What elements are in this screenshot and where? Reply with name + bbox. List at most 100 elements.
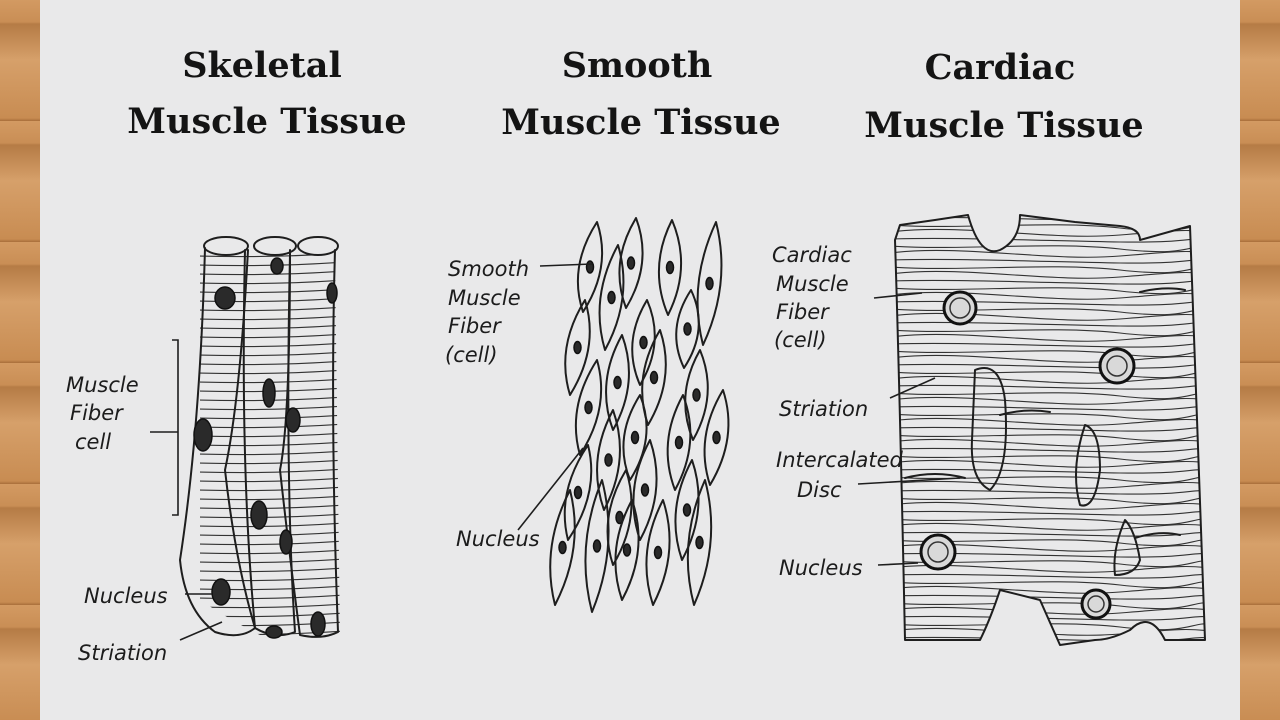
striation-line [200, 378, 340, 384]
striation-line [200, 315, 340, 321]
striation-line [895, 627, 1205, 636]
smooth-cell-nucleus [649, 370, 659, 385]
striation-line [200, 396, 340, 402]
striation-line [200, 594, 340, 600]
smooth-muscle-cell [563, 444, 593, 541]
striation-line [895, 258, 1205, 264]
smooth-muscle-cell [657, 219, 683, 316]
smooth-muscle-cell [703, 389, 730, 486]
smooth-cell-nucleus [584, 400, 593, 415]
striation-line [895, 417, 1205, 426]
title-cardiac-line1: Cardiac [925, 47, 1076, 88]
skeletal-muscle-drawing [150, 236, 340, 641]
striation-line [895, 615, 1205, 621]
striation-line [895, 291, 1205, 300]
striation-line [895, 363, 1205, 369]
striation-line [200, 540, 340, 546]
striation-line [200, 423, 340, 429]
label-skeletal-fiber-2: Fiber [70, 401, 124, 425]
smooth-cell-nucleus [692, 388, 701, 402]
striation-line [200, 261, 340, 267]
label-smooth-nucleus: Nucleus [456, 527, 540, 551]
smooth-muscle-cell [696, 221, 723, 346]
wood-background-right [1240, 0, 1280, 720]
smooth-cell-nucleus [640, 483, 650, 497]
title-cardiac: Cardiac Muscle Tissue [864, 47, 1143, 146]
striation-line [895, 405, 1205, 411]
striation-line [895, 413, 1205, 421]
smooth-labels: Smooth Muscle Fiber (cell) Nucleus [445, 257, 540, 551]
title-smooth-line2: Muscle Tissue [501, 102, 780, 143]
striation-line [200, 279, 340, 285]
striation-line [895, 392, 1205, 400]
striation-line [895, 375, 1205, 384]
smooth-muscle-cell [576, 221, 604, 313]
smooth-cell-nucleus [573, 485, 583, 500]
label-cardiac-striation: Striation [779, 397, 868, 421]
striation-line [895, 480, 1205, 489]
label-skeletal-nucleus: Nucleus [84, 584, 168, 608]
striation-line [895, 396, 1205, 405]
smooth-cell-nucleus [626, 256, 636, 270]
skeletal-labels: Muscle Fiber cell Nucleus Striation [66, 373, 168, 665]
smooth-muscle-cell [549, 489, 576, 606]
smooth-cell-nucleus [682, 503, 692, 517]
wood-background-left [0, 0, 40, 720]
smooth-muscle-cell [675, 289, 700, 369]
title-smooth-line1: Smooth [562, 45, 713, 86]
striation-line [895, 249, 1205, 258]
label-cardiac-fiber-3: Fiber [776, 300, 830, 324]
smooth-cell-nucleus [622, 543, 632, 557]
striation-line [895, 447, 1205, 453]
smooth-muscle-cell [684, 349, 709, 441]
striation-line [200, 531, 340, 537]
label-cardiac-fiber-2: Muscle [776, 272, 849, 296]
striation-line [200, 405, 340, 411]
label-skeletal-fiber-3: cell [75, 430, 111, 454]
smooth-cell-nucleus [592, 539, 602, 553]
striation-line [200, 468, 340, 474]
smooth-muscle-cell [632, 439, 658, 541]
striation-line [895, 270, 1205, 279]
striation-line [895, 489, 1205, 495]
striation-line [895, 329, 1205, 337]
cardiac-muscle-drawing [857, 214, 1206, 646]
smooth-muscle-cell [564, 299, 591, 396]
title-skeletal-line2: Muscle Tissue [127, 101, 406, 142]
label-skeletal-striation: Striation [78, 641, 167, 665]
striation-line [895, 300, 1205, 306]
striation-line [895, 594, 1205, 600]
smooth-cell-nucleus [639, 335, 648, 350]
striation-line [895, 354, 1205, 363]
striation-line [895, 426, 1205, 432]
cardiac-striations [895, 216, 1205, 645]
label-cardiac-disc-2: Disc [797, 478, 842, 502]
smooth-muscle-cell [574, 359, 603, 456]
striation-line [895, 279, 1205, 285]
title-skeletal: Skeletal Muscle Tissue [127, 45, 406, 142]
striation-line [200, 495, 340, 501]
smooth-muscle-cell [622, 394, 648, 481]
smooth-cell-nucleus [604, 453, 613, 467]
striation-line [895, 510, 1205, 516]
striation-line [200, 576, 340, 582]
striation-line [895, 287, 1205, 295]
striation-line [895, 434, 1205, 442]
label-cardiac-nucleus: Nucleus [779, 556, 863, 580]
smooth-cell-nucleus [613, 375, 622, 390]
smooth-muscle-cell [605, 334, 630, 431]
striation-line [895, 644, 1205, 645]
label-cardiac-fiber-4: (cell) [774, 328, 827, 352]
smooth-muscle-cell [598, 244, 625, 351]
smooth-cell-nucleus [683, 322, 692, 336]
striation-line [200, 558, 340, 564]
label-smooth-fiber-3: Fiber [448, 314, 502, 338]
smooth-cell-nucleus [705, 276, 714, 291]
title-skeletal-line1: Skeletal [182, 45, 342, 86]
title-cardiac-line2: Muscle Tissue [864, 105, 1143, 146]
striation-line [200, 477, 340, 483]
striation-line [895, 468, 1205, 474]
striation-line [895, 371, 1205, 379]
striation-line [895, 459, 1205, 468]
